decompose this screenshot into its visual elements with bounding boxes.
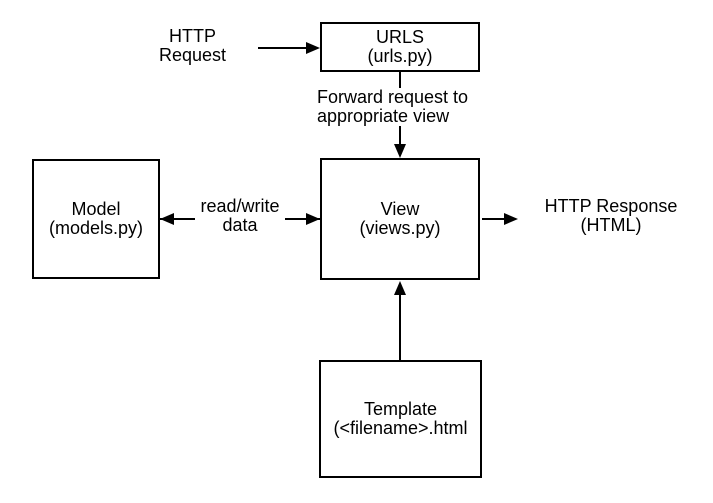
urls-box-subtitle: (urls.py) bbox=[367, 46, 433, 66]
arrow-line-view-to-response bbox=[482, 218, 506, 220]
arrowhead-down-icon bbox=[394, 144, 406, 158]
urls-box-title: URLS bbox=[375, 27, 424, 47]
model-box: Model (models.py) bbox=[32, 159, 160, 279]
http-request-label: HTTP Request bbox=[145, 27, 240, 65]
arrowhead-left-icon bbox=[160, 213, 174, 225]
arrowhead-right-icon bbox=[306, 42, 320, 54]
arrowhead-right-icon bbox=[504, 213, 518, 225]
forward-request-label: Forward request to appropriate view bbox=[317, 87, 469, 126]
model-box-title: Model bbox=[71, 199, 121, 219]
arrow-line-http-request-to-urls bbox=[258, 47, 308, 49]
view-box-subtitle: (views.py) bbox=[359, 218, 441, 238]
read-write-data-label-line2: data bbox=[222, 215, 258, 235]
model-box-subtitle: (models.py) bbox=[48, 218, 144, 238]
http-response-label: HTTP Response (HTML) bbox=[524, 197, 698, 235]
http-request-label-line1: HTTP bbox=[169, 26, 216, 46]
arrowhead-up-icon bbox=[394, 281, 406, 295]
read-write-data-label-line1: read/write bbox=[200, 196, 280, 216]
forward-request-label-line2: appropriate view bbox=[317, 106, 450, 126]
template-box-title: Template bbox=[363, 399, 438, 419]
arrow-line-template-to-view bbox=[399, 292, 401, 360]
view-box: View (views.py) bbox=[320, 158, 480, 280]
urls-box: URLS (urls.py) bbox=[320, 22, 480, 72]
http-response-label-line1: HTTP Response bbox=[544, 196, 678, 216]
http-response-label-line2: (HTML) bbox=[580, 215, 642, 235]
arrowhead-right-icon bbox=[306, 213, 320, 225]
template-box-subtitle: (<filename>.html bbox=[333, 418, 468, 438]
view-box-title: View bbox=[380, 199, 420, 219]
forward-request-label-line1: Forward request to bbox=[317, 87, 469, 107]
http-request-label-line2: Request bbox=[158, 45, 227, 65]
read-write-data-label: read/write data bbox=[195, 197, 285, 235]
template-box: Template (<filename>.html bbox=[319, 360, 482, 478]
